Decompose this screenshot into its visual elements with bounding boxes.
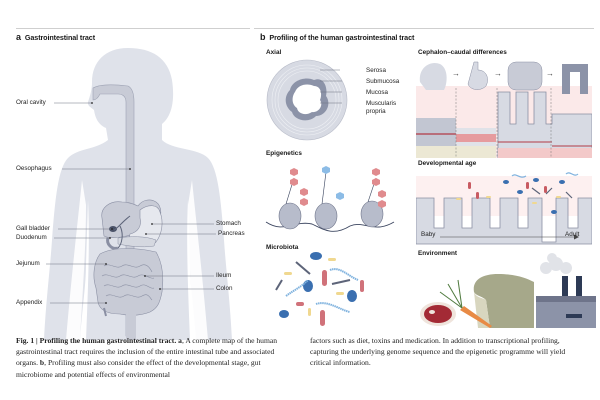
microbiota-title: Microbiota <box>266 244 299 251</box>
axial-title: Axial <box>266 49 282 56</box>
axial-cross-section <box>266 59 348 141</box>
caption-b-letter: b <box>39 358 45 368</box>
small-intestine <box>101 264 155 301</box>
caption-a-letter: a <box>178 336 182 345</box>
caption-fig-label: Fig. 1 | Profiling the human gastrointes… <box>16 336 177 345</box>
panel-a-top-rule <box>16 28 250 29</box>
caption-part1: , A complete map of the human gastrointe… <box>16 336 278 368</box>
label-appendix: Appendix <box>16 299 43 306</box>
label-muscularis: Muscularis <box>366 100 397 107</box>
left-arm-gap <box>66 180 86 340</box>
carrot <box>460 306 492 328</box>
label-stomach: Stomach <box>216 220 241 227</box>
panel-b-letter: b <box>260 32 266 42</box>
panel-a-title-text: Gastrointestinal tract <box>24 33 95 42</box>
leader-dots <box>91 102 161 304</box>
panel-b-title-text: Profiling of the human gastrointestinal … <box>269 33 415 42</box>
label-jejunum: Jejunum <box>16 260 40 267</box>
label-adult: Adult <box>565 231 580 238</box>
leader-lines <box>46 102 216 304</box>
environment-illustration <box>420 253 596 328</box>
caption-column-2: factors such as diet, toxins and medicat… <box>310 335 578 369</box>
age-arrow <box>440 234 579 240</box>
panel-b-top-rule <box>254 28 594 29</box>
svg-text:→: → <box>546 69 554 78</box>
stomach <box>127 205 163 247</box>
label-mucosa: Mucosa <box>366 89 389 96</box>
cephalon-caudal-illustration: → → → <box>416 61 592 158</box>
cephalon-title: Cephalon–caudal differences <box>418 49 507 56</box>
caption-part2: , Profiling must also consider the effec… <box>16 358 261 379</box>
label-propria: propria <box>366 108 386 115</box>
svg-text:→: → <box>452 69 460 78</box>
chimney-1 <box>562 276 568 298</box>
right-arm-gap <box>188 180 208 340</box>
label-serosa: Serosa <box>366 67 386 74</box>
label-colon: Colon <box>216 285 233 292</box>
bile-duct <box>113 215 131 249</box>
label-gall-bladder: Gall bladder <box>16 225 50 232</box>
epigenetics-illustration <box>265 166 395 232</box>
axial-leader-lines <box>320 69 342 104</box>
caption-col2-text: factors such as diet, toxins and medicat… <box>310 336 566 368</box>
label-oral-cavity: Oral cavity <box>16 99 46 106</box>
duodenum <box>106 237 119 250</box>
developmental-title: Developmental age <box>418 160 477 167</box>
environment-title: Environment <box>418 250 458 257</box>
label-oesophagus: Oesophagus <box>16 165 52 172</box>
label-pancreas: Pancreas <box>218 230 245 237</box>
caption-column-1: Fig. 1 | Profiling the human gastrointes… <box>16 335 298 380</box>
label-ileum: Ileum <box>216 272 232 279</box>
microbiota-illustration <box>275 252 364 326</box>
rectum <box>126 312 136 340</box>
pancreas <box>117 236 157 248</box>
panel-a-letter: a <box>16 32 21 42</box>
svg-text:→: → <box>494 69 502 78</box>
gall-bladder <box>109 226 117 232</box>
label-submucosa: Submucosa <box>366 78 400 85</box>
chimney-2 <box>576 276 582 298</box>
appendix <box>103 307 107 317</box>
body-silhouette <box>44 48 232 340</box>
epigenetics-title: Epigenetics <box>266 150 302 157</box>
bread-loaf <box>473 274 534 328</box>
body-illustration <box>44 48 232 340</box>
colon <box>93 248 164 316</box>
label-baby: Baby <box>421 231 436 238</box>
developmental-illustration <box>416 172 592 245</box>
label-duodenum: Duodenum <box>16 234 47 241</box>
